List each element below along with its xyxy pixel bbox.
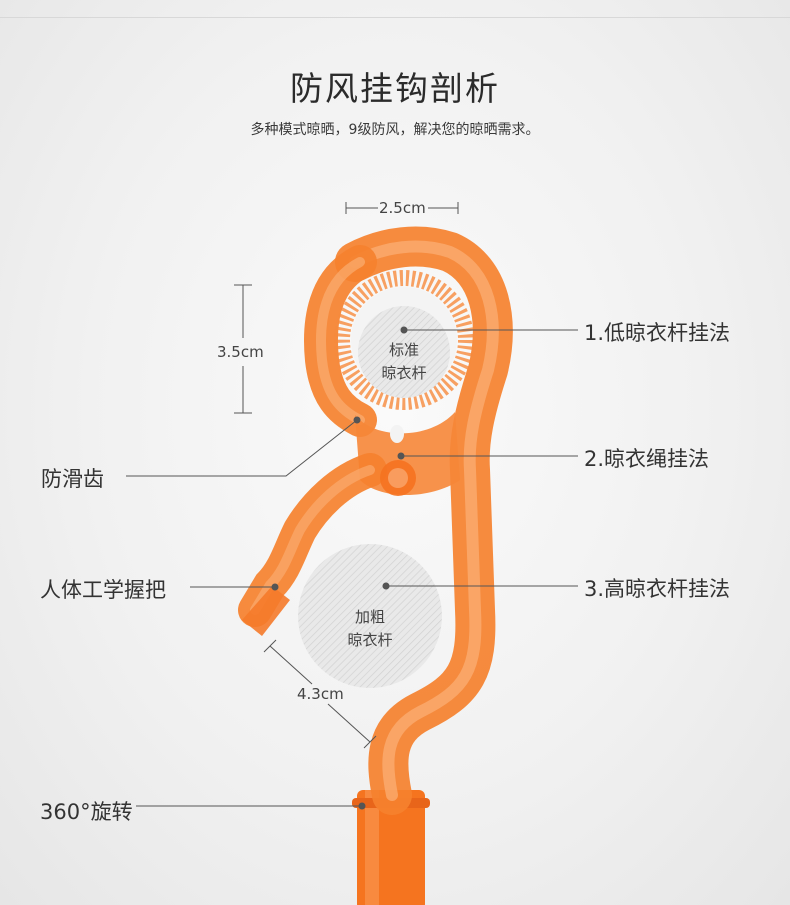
callout-low-pole: 1.低晾衣杆挂法 xyxy=(584,321,731,345)
width-dimension-line xyxy=(345,202,459,214)
standard-pole-circle xyxy=(358,306,450,398)
opening-dimension-label: 4.3cm xyxy=(297,685,344,703)
thick-pole-line1: 加粗 xyxy=(354,608,385,626)
callout-rope: 2.晾衣绳挂法 xyxy=(584,447,710,471)
standard-pole-line1: 标准 xyxy=(388,341,419,359)
standard-pole-line2: 晾衣杆 xyxy=(381,364,427,382)
callout-line-teeth xyxy=(126,419,358,477)
hook-body xyxy=(238,226,513,815)
top-divider xyxy=(0,17,790,18)
callout-high-pole: 3.高晾衣杆挂法 xyxy=(584,577,731,601)
thick-pole-line2: 晾衣杆 xyxy=(347,631,393,649)
thick-pole-circle xyxy=(298,544,442,688)
thick-pole-text: 加粗 晾衣杆 xyxy=(330,606,410,652)
callout-swivel: 360°旋转 xyxy=(40,800,133,824)
page-title: 防风挂钩剖析 xyxy=(290,69,500,108)
callout-anti-slip-teeth: 防滑齿 xyxy=(41,467,104,491)
height-dimension-line xyxy=(234,284,252,414)
standard-pole-text: 标准 晾衣杆 xyxy=(364,339,444,385)
height-dimension-label: 3.5cm xyxy=(217,343,264,361)
page-subtitle: 多种模式晾晒，9级防风，解决您的晾晒需求。 xyxy=(250,122,540,138)
opening-dimension-line xyxy=(263,639,377,749)
callout-ergonomic-grip: 人体工学握把 xyxy=(40,578,166,602)
width-dimension-label: 2.5cm xyxy=(379,199,426,217)
